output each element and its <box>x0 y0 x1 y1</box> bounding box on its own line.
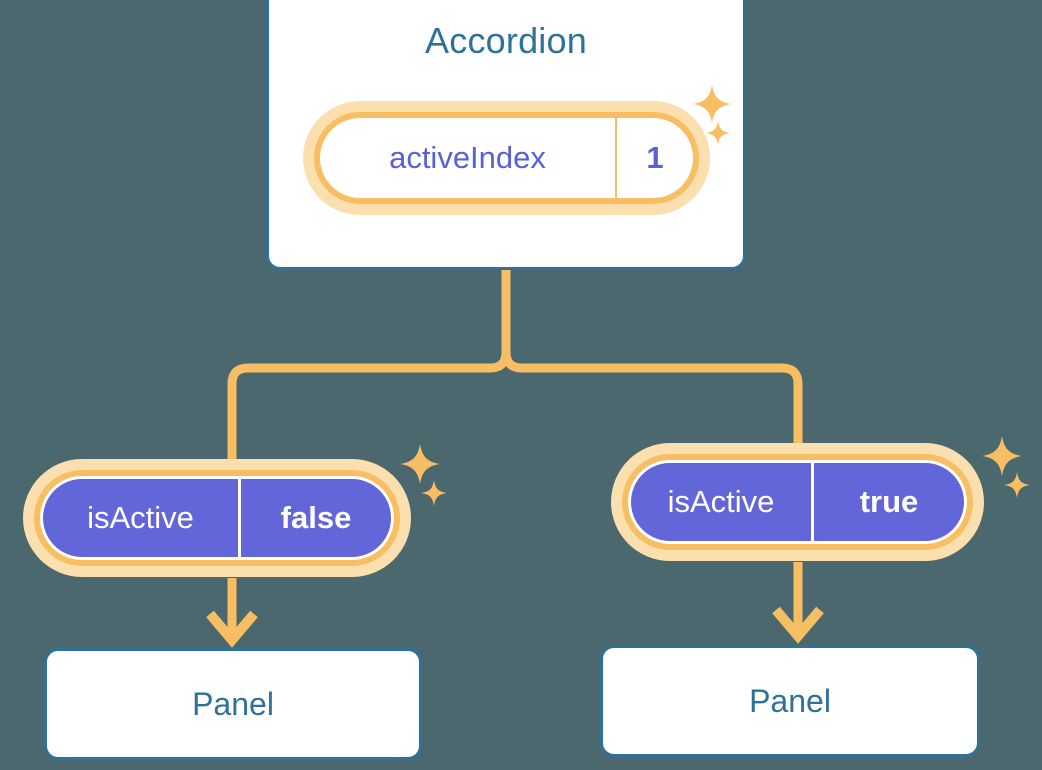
edge-root-to-right-child <box>501 265 803 455</box>
state-value-label: true <box>859 484 919 519</box>
state-pill-activeindex[interactable]: activeIndex 1 <box>303 101 710 215</box>
sparkle-small-icon <box>1003 471 1031 499</box>
state-key-label: isActive <box>631 463 814 541</box>
edge-root-to-left-child <box>227 265 511 467</box>
panel-title: Panel <box>749 682 831 719</box>
state-pill-border: isActive false <box>34 470 400 566</box>
state-pill-border: isActive true <box>622 454 973 550</box>
panel-title: Panel <box>192 685 274 722</box>
state-value-label: 1 <box>646 140 664 175</box>
state-pill-isactive-false[interactable]: isActive false <box>23 459 411 577</box>
component-card-panel-left: Panel <box>44 648 422 760</box>
state-key-label: isActive <box>43 479 241 557</box>
arrow-down-icon-right <box>772 562 824 644</box>
component-card-panel-right: Panel <box>600 645 980 757</box>
sparkle-small-icon <box>420 479 448 507</box>
state-pill-isactive-true[interactable]: isActive true <box>611 443 984 561</box>
page-title: Accordion <box>425 20 587 61</box>
state-pill-border: activeIndex 1 <box>314 112 699 204</box>
arrow-down-icon-left <box>206 578 258 648</box>
state-pill-inner: isActive false <box>40 476 394 560</box>
state-pill-inner: isActive true <box>628 460 967 544</box>
state-value-label: false <box>280 500 352 535</box>
state-key-label: activeIndex <box>320 118 617 198</box>
state-pill-inner: activeIndex 1 <box>320 118 693 198</box>
sparkle-icon <box>981 435 1023 477</box>
sparkle-icon <box>399 443 441 485</box>
